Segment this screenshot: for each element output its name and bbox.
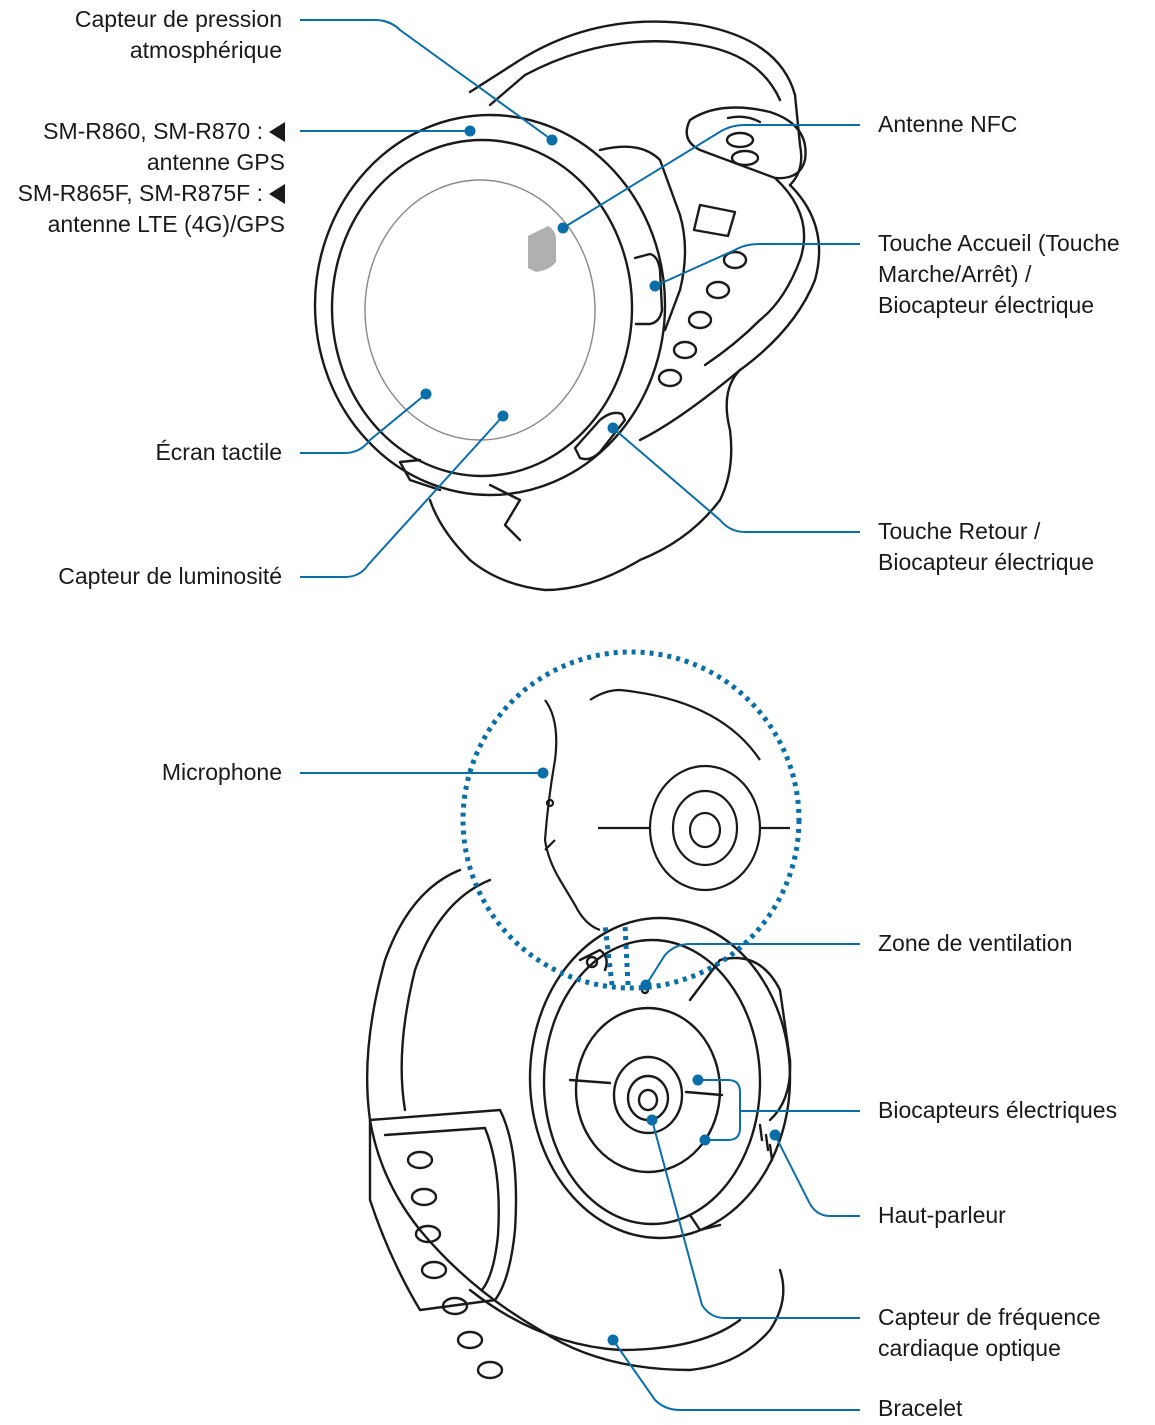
pointer-triangle-icon [269, 122, 285, 142]
label-pressure-sensor: Capteur de pression atmosphérique [75, 4, 282, 66]
label-lte-models: SM-R865F, SM-R875F : [18, 178, 285, 209]
label-vent: Zone de ventilation [878, 928, 1072, 959]
microphone-zoom [463, 652, 799, 988]
pointer-triangle-icon [269, 184, 285, 204]
label-gps-models: SM-R860, SM-R870 : [18, 116, 285, 147]
label-antennas: SM-R860, SM-R870 : antenne GPS SM-R865F,… [18, 116, 285, 240]
label-hr-sensor: Capteur de fréquence cardiaque optique [878, 1302, 1101, 1364]
label-gps-text: antenne GPS [18, 147, 285, 178]
label-lte-text: antenne LTE (4G)/GPS [18, 209, 285, 240]
front-watch [315, 22, 819, 590]
label-touchscreen: Écran tactile [155, 437, 282, 468]
label-bio-sensors: Biocapteurs électriques [878, 1095, 1117, 1126]
callout-lines [300, 20, 860, 1410]
label-nfc-antenna: Antenne NFC [878, 109, 1017, 140]
label-home-key: Touche Accueil (Touche Marche/Arrêt) / B… [878, 228, 1120, 321]
label-light-sensor: Capteur de luminosité [58, 561, 282, 592]
back-watch [367, 870, 790, 1378]
label-strap: Bracelet [878, 1393, 962, 1424]
label-microphone: Microphone [162, 757, 282, 788]
label-speaker: Haut-parleur [878, 1200, 1006, 1231]
nfc-chip [528, 226, 556, 272]
label-back-key: Touche Retour / Biocapteur électrique [878, 516, 1094, 578]
